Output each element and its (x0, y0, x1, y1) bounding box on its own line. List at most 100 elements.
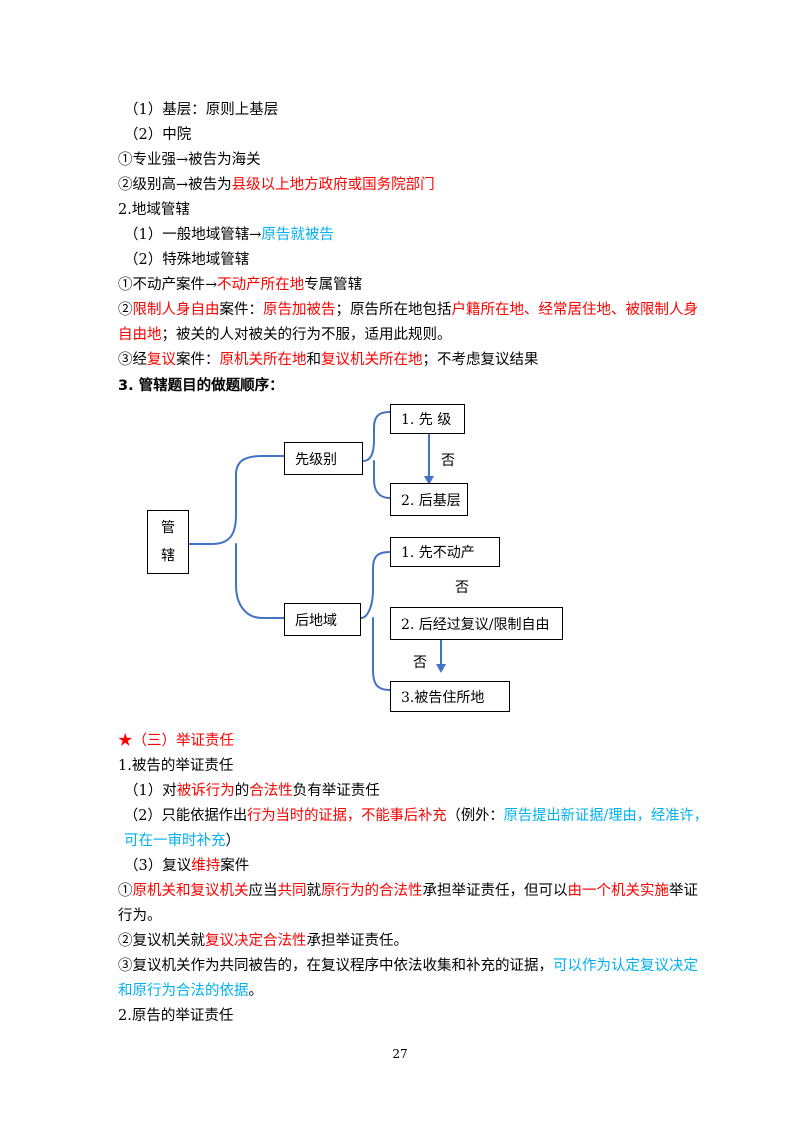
text: （3）复议 (124, 858, 192, 874)
root-connector (186, 455, 285, 619)
highlight-text: 复议 (147, 352, 176, 368)
text-line: （2）中院 (124, 125, 191, 145)
highlight-text: 原告加被告 (263, 302, 336, 318)
no-label: 否 (441, 453, 455, 469)
text: ①不动产案件→ (118, 277, 218, 293)
text: 2.地域管辖 (118, 202, 190, 218)
text: 和 (306, 352, 322, 368)
highlight-text: 和原行为合法的依据 (118, 983, 249, 999)
text: ① (118, 883, 133, 899)
text-line: ③复议机关作为共同被告的，在复议程序中依法收集和补充的证据，可以作为认定复议决定 (118, 956, 698, 976)
no-label: 否 (413, 655, 427, 671)
bottom-arrow-head (436, 664, 446, 673)
text: （1）基层：原则上基层 (124, 102, 279, 118)
highlight-text: 户籍所在地、经常居住地、被限制人身 (451, 302, 699, 318)
highlight-text: 不动产所在地 (217, 277, 305, 293)
text-line: 可在一审时补充） (124, 831, 240, 851)
box-label: 2. 后基层 (401, 492, 461, 509)
root-label: 管 (161, 520, 175, 536)
text: ；被关的人对被关的行为不服，适用此规则。 (161, 327, 452, 343)
text: 负有举证责任 (292, 783, 380, 799)
text-line: （1）对被诉行为的合法性负有举证责任 (124, 781, 380, 801)
box-label: 先级别 (295, 451, 337, 468)
text: ②级别高→被告为 (118, 177, 232, 193)
text: ②复议机关就 (118, 933, 205, 949)
highlight-text: 自由地 (118, 327, 162, 343)
highlight-text: 维持 (191, 858, 221, 874)
text-line: 和原行为合法的依据。 (118, 981, 263, 1001)
step-box: 2. 后经过复议/限制自由 (390, 607, 563, 640)
text: 行为。 (118, 908, 162, 924)
text: （1）一般地域管辖→ (124, 227, 262, 243)
text: （2）特殊地域管辖 (124, 252, 250, 268)
text: 承担举证责任，但可以 (422, 883, 568, 899)
step-box: 1. 先不动产 (390, 537, 500, 567)
text: ；不考虑复议结果 (422, 352, 539, 368)
text: （2）只能依据作出 (124, 808, 248, 824)
step-box: 3.被告住所地 (390, 681, 510, 712)
highlight-text: 原告提出新证据/理由，经准许， (503, 808, 709, 824)
branch-box-level: 先级别 (284, 442, 363, 475)
text: 案件： (219, 302, 264, 318)
text: 案件 (220, 858, 250, 874)
step-box: 1. 先 级 (390, 404, 465, 434)
text: ①专业强→被告为海关 (118, 152, 261, 168)
box-label: 1. 先 级 (401, 412, 452, 428)
text-line: 2.地域管辖 (118, 200, 190, 220)
branch-box-region: 后地域 (284, 603, 361, 636)
text: 的 (234, 783, 250, 799)
text-line: ①专业强→被告为海关 (118, 150, 261, 170)
box-label: 1. 先不动产 (401, 545, 475, 561)
top-branch-connector (362, 411, 391, 499)
text-line: ①不动产案件→不动产所在地专属管辖 (118, 275, 362, 295)
highlight-text: 被诉行为 (176, 783, 235, 799)
text: ③复议机关作为共同被告的，在复议程序中依法收集和补充的证据， (118, 958, 553, 974)
bottom-branch-connector (360, 551, 391, 691)
text-line: ②级别高→被告为县级以上地方政府或国务院部门 (118, 175, 435, 195)
text: ③经 (118, 352, 147, 368)
highlight-text: 行为当时的证据，不能事后补充 (247, 808, 447, 824)
text: ★（三）举证责任 (118, 733, 234, 749)
text: 就 (306, 883, 322, 899)
text: 2.原告的举证责任 (118, 1008, 234, 1024)
text: （例外： (446, 808, 504, 824)
text-line: 1.被告的举证责任 (118, 756, 233, 776)
highlight-text: 合法性 (249, 783, 293, 799)
text: 1.被告的举证责任 (118, 758, 234, 774)
text-line: （2）只能依据作出行为当时的证据，不能事后补充（例外：原告提出新证据/理由，经准… (124, 806, 708, 826)
highlight-text: 原告就被告 (261, 227, 334, 243)
top-arrow-head (424, 476, 434, 485)
highlight-text: 共同 (277, 883, 307, 899)
text: ② (118, 302, 133, 318)
text: 承担举证责任。 (306, 933, 409, 949)
text-line: 自由地；被关的人对被关的行为不服，适用此规则。 (118, 325, 452, 345)
highlight-text: 复议决定合法性 (205, 933, 307, 949)
text-line: 2.原告的举证责任 (118, 1006, 233, 1026)
step-box: 2. 后基层 (390, 483, 468, 516)
text-line: ③经复议案件：原机关所在地和复议机关所在地；不考虑复议结果 (118, 350, 539, 370)
text-line: 行为。 (118, 906, 162, 926)
text: ；原告所在地包括 (335, 302, 452, 318)
no-label: 否 (455, 580, 469, 596)
section-heading: ★（三）举证责任 (118, 731, 234, 751)
highlight-text: 原机关和复议机关 (132, 883, 249, 899)
highlight-text: 可以作为认定复议决定 (553, 958, 698, 974)
page-number: 27 (392, 1047, 408, 1061)
box-label: 2. 后经过复议/限制自由 (401, 616, 550, 633)
highlight-text: 原机关所在地 (219, 352, 307, 368)
text-line: ②复议机关就复议决定合法性承担举证责任。 (118, 931, 408, 951)
highlight-text: 由一个机关实施 (567, 883, 670, 899)
text: 应当 (248, 883, 278, 899)
text-line: ①原机关和复议机关应当共同就原行为的合法性承担举证责任，但可以由一个机关实施举证 (118, 881, 698, 901)
text: 3. 管辖题目的做题顺序： (118, 378, 284, 394)
text: ） (225, 833, 241, 849)
text: （1）对 (124, 783, 177, 799)
text: 案件： (176, 352, 220, 368)
highlight-text: 原行为的合法性 (321, 883, 423, 899)
text-line: （1）基层：原则上基层 (124, 100, 278, 120)
highlight-text: 县级以上地方政府或国务院部门 (231, 177, 435, 193)
text-line: （1）一般地域管辖→原告就被告 (124, 225, 334, 245)
root-label: 辖 (161, 548, 175, 564)
highlight-text: 可在一审时补充 (124, 833, 226, 849)
